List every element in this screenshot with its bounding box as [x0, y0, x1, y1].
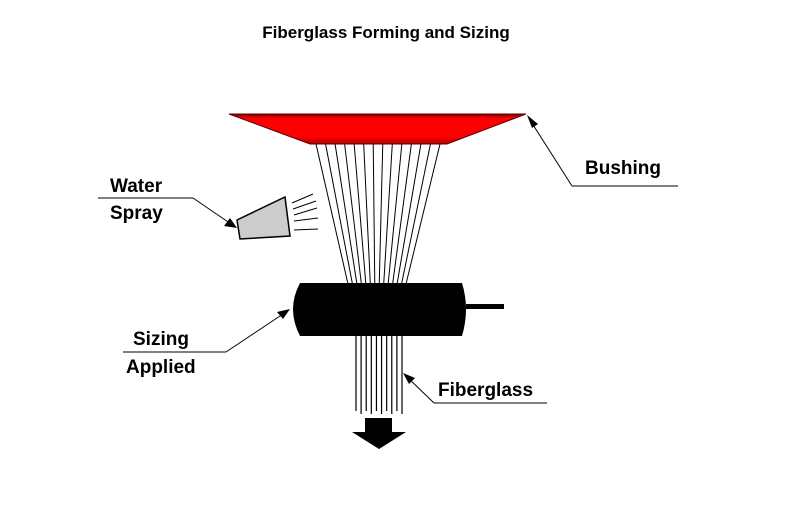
water-spray-callout	[98, 197, 237, 228]
bushing-callout	[527, 115, 678, 187]
diagram-title: Fiberglass Forming and Sizing	[262, 23, 509, 42]
spray-nozzle	[236, 195, 291, 240]
sizing-applicator	[293, 283, 466, 336]
fiber-strand	[344, 143, 362, 285]
fiber-strand	[383, 143, 393, 285]
spray-label: Spray	[110, 203, 163, 224]
down-arrow-icon	[352, 418, 406, 449]
bushing-label: Bushing	[585, 158, 661, 179]
fiber-strand	[353, 143, 367, 285]
spray-lines	[291, 193, 319, 231]
fiberglass-label: Fiberglass	[438, 380, 533, 401]
fiber-strand	[387, 143, 403, 285]
sizing-callout	[123, 309, 290, 353]
fiber-strand	[396, 143, 422, 285]
water-label: Water	[110, 176, 163, 197]
upper-fibers	[315, 143, 441, 285]
fiber-strand	[363, 143, 371, 285]
fiber-strand	[325, 143, 353, 285]
fiber-strand	[405, 143, 441, 285]
fiber-strand	[401, 143, 431, 285]
fiber-strand	[334, 143, 358, 285]
fiber-strand	[372, 143, 376, 285]
applicator-shaft	[466, 304, 504, 309]
bushing-shape	[228, 113, 527, 145]
fiber-strand	[315, 143, 349, 285]
applied-label: Applied	[126, 357, 196, 378]
fiber-strand	[378, 143, 384, 285]
lower-fibers	[355, 335, 403, 414]
sizing-label: Sizing	[133, 329, 189, 350]
fiberglass-callout	[403, 373, 547, 404]
fiber-strand	[392, 143, 412, 285]
